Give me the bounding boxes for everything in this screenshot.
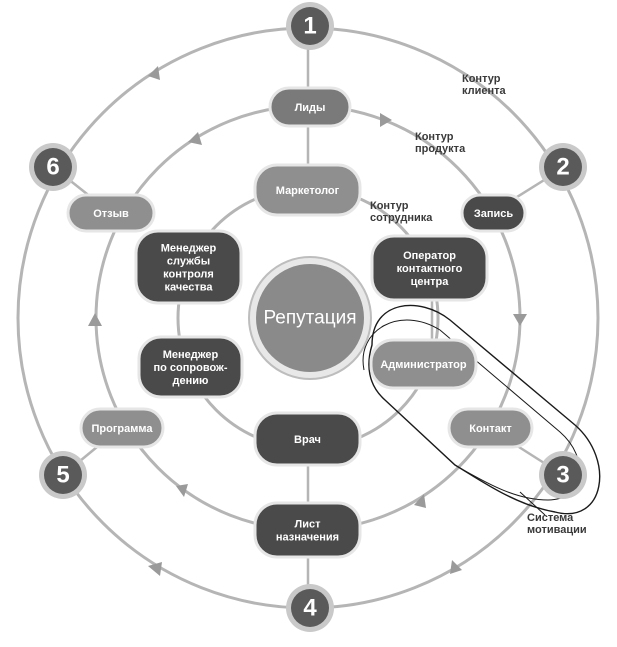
motivation-loop (368, 304, 601, 515)
node-program-box (79, 407, 165, 449)
node-admin: Администратор (369, 338, 478, 390)
step-number-disc (34, 148, 72, 186)
step-number-5: 5 (39, 451, 87, 499)
nodes-layer: ЛидыМаркетологЗаписьОператорконтактногоц… (66, 86, 534, 559)
node-leads-box (268, 86, 352, 128)
step-number-label: 5 (56, 462, 69, 489)
step-number-label: 1 (303, 13, 316, 40)
label-motivation: Система (527, 512, 574, 524)
numbers-layer: 1 2 3 4 5 6 (29, 2, 587, 632)
arrow-outer-top-left (148, 66, 160, 80)
arrow-inner-top-right (380, 113, 392, 127)
step-number-disc (291, 589, 329, 627)
node-doctor-box (253, 411, 362, 467)
label-client: Контур (462, 73, 501, 85)
node-leads: Лиды (268, 86, 352, 128)
arrow-inner-left (88, 313, 102, 326)
node-escort-box (137, 335, 244, 399)
node-operator-line: центра (411, 276, 450, 288)
label-employee: Контур (370, 200, 409, 212)
step-number-label: 2 (556, 154, 569, 181)
step-number-label: 6 (46, 154, 59, 181)
center-reputation: Репутация (248, 256, 372, 380)
arrow-inner-bottom-left (176, 484, 188, 497)
label-product: Контур (415, 131, 454, 143)
step-number-1: 1 (286, 2, 334, 50)
node-record-line: Запись (474, 208, 514, 220)
flow-arrows (88, 66, 527, 576)
motivation-pointer (519, 491, 546, 516)
node-quality-line: Менеджер (161, 243, 217, 255)
arrow-inner-right (513, 314, 527, 326)
node-sheet-line: Лист (295, 519, 322, 531)
label-motivation: мотивации (527, 524, 587, 536)
node-review-line: Отзыв (93, 208, 129, 220)
node-marketer: Маркетолог (253, 163, 362, 217)
node-program: Программа (79, 407, 165, 449)
label-client: клиента (462, 85, 507, 97)
step-number-disc (44, 456, 82, 494)
arrow-inner-bottom-right (414, 494, 426, 508)
node-quality-line: качества (165, 282, 214, 294)
node-contact-box (447, 407, 534, 449)
node-operator-line: Оператор (403, 250, 456, 262)
step-number-6: 6 (29, 143, 77, 191)
arrow-outer-bottom-left (148, 562, 162, 576)
node-record-box (460, 193, 527, 233)
node-marketer-line: Маркетолог (276, 185, 340, 197)
labels-layer: КонтурклиентаКонтурпродуктаКонтурсотрудн… (370, 73, 587, 536)
node-marketer-box (253, 163, 362, 217)
node-review: Отзыв (66, 193, 156, 233)
step-number-disc (544, 148, 582, 186)
node-review-box (66, 193, 156, 233)
step-number-label: 3 (556, 462, 569, 489)
node-sheet-box (253, 501, 362, 559)
step-number-3: 3 (539, 451, 587, 499)
step-number-disc (544, 456, 582, 494)
node-quality-line: контроля (163, 269, 214, 281)
node-doctor: Врач (253, 411, 362, 467)
node-operator-box (370, 234, 489, 302)
node-leads-line: Лиды (295, 102, 326, 114)
arrow-inner-top-left (188, 132, 202, 145)
node-quality-line: службы (167, 256, 210, 268)
center-label: Репутация (263, 308, 356, 329)
node-admin-box (369, 338, 478, 390)
node-sheet-line: назначения (276, 532, 339, 544)
node-escort-line: по сопровож- (154, 362, 228, 374)
arrow-outer-bottom-right (450, 560, 462, 574)
node-quality-box (134, 229, 243, 305)
node-program-line: Программа (91, 423, 153, 435)
node-escort-line: Менеджер (163, 349, 219, 361)
node-escort-line: дению (173, 375, 209, 387)
label-employee: сотрудника (370, 212, 433, 224)
node-admin-line: Администратор (380, 359, 467, 371)
step-number-label: 4 (303, 595, 317, 622)
node-operator-line: контактного (397, 263, 463, 275)
step-number-disc (291, 7, 329, 45)
node-contact: Контакт (447, 407, 534, 449)
step-number-2: 2 (539, 143, 587, 191)
label-product: продукта (415, 143, 466, 155)
node-doctor-line: Врач (294, 434, 321, 446)
node-record: Запись (460, 193, 527, 233)
step-number-4: 4 (286, 584, 334, 632)
node-contact-line: Контакт (469, 423, 512, 435)
